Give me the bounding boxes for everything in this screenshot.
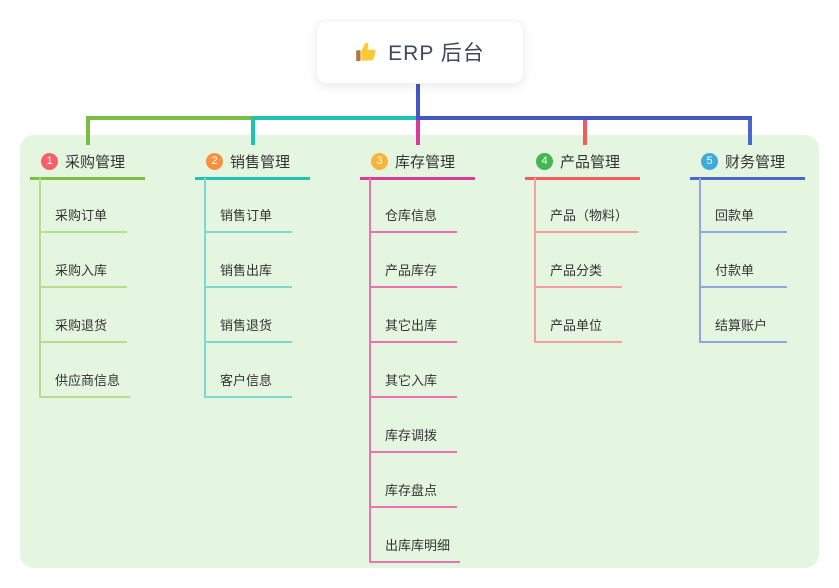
branch-child-spine-1 [39,178,41,398]
thumbs-up-icon [355,41,378,64]
branch-badge-1: 1 [41,153,58,170]
child-node[interactable]: 回款单 [699,201,787,233]
child-label: 销售出库 [220,263,273,278]
root-node[interactable]: ERP 后台 [316,20,524,84]
branch-label: 财务管理 [725,154,786,171]
child-node[interactable]: 销售退货 [204,311,292,343]
child-label: 采购入库 [55,263,108,278]
child-node[interactable]: 其它入库 [369,366,457,398]
branch-node-1[interactable]: 1 采购管理 [30,146,145,180]
child-node[interactable]: 结算账户 [699,311,787,343]
child-label: 产品分类 [550,263,603,278]
connector-drop-1 [86,118,90,145]
branch-child-spine-5 [699,178,701,343]
child-node[interactable]: 客户信息 [204,366,292,398]
child-node[interactable]: 其它出库 [369,311,457,343]
branch-child-spine-2 [204,178,206,398]
child-label: 产品（物料） [550,208,629,223]
branch-label: 销售管理 [230,154,291,171]
child-node[interactable]: 采购退货 [39,311,127,343]
child-label: 其它入库 [385,373,438,388]
child-node[interactable]: 库存盘点 [369,476,457,508]
child-node[interactable]: 库存调拨 [369,421,457,453]
child-label: 供应商信息 [55,373,121,388]
child-label: 销售退货 [220,318,273,333]
child-label: 采购订单 [55,208,108,223]
connector-trunk-mid [251,116,420,120]
branch-node-3[interactable]: 3 库存管理 [360,146,475,180]
branch-badge-5: 5 [701,153,718,170]
child-node[interactable]: 仓库信息 [369,201,457,233]
branches-panel [20,135,819,568]
child-label: 仓库信息 [385,208,438,223]
branch-label: 产品管理 [560,154,621,171]
branch-label: 库存管理 [395,154,456,171]
child-node[interactable]: 供应商信息 [39,366,131,398]
branch-node-5[interactable]: 5 财务管理 [690,146,805,180]
child-node[interactable]: 付款单 [699,256,787,288]
connector-drop-2 [251,118,255,145]
branch-child-spine-4 [534,178,536,343]
child-label: 库存盘点 [385,483,438,498]
connector-drop-5 [748,118,752,145]
child-node[interactable]: 产品单位 [534,311,622,343]
child-label: 销售订单 [220,208,273,223]
child-node[interactable]: 产品（物料） [534,201,639,233]
child-label: 结算账户 [715,318,768,333]
child-node[interactable]: 产品库存 [369,256,457,288]
branch-badge-2: 2 [206,153,223,170]
branch-badge-3: 3 [371,153,388,170]
branch-label: 采购管理 [65,154,126,171]
root-label: ERP 后台 [388,42,485,65]
child-node[interactable]: 出库库明细 [369,531,461,563]
child-node[interactable]: 销售出库 [204,256,292,288]
child-node[interactable]: 产品分类 [534,256,622,288]
child-label: 回款单 [715,208,755,223]
connector-drop-3 [416,118,420,145]
child-label: 出库库明细 [385,538,451,553]
child-node[interactable]: 销售订单 [204,201,292,233]
branch-node-4[interactable]: 4 产品管理 [525,146,640,180]
child-label: 付款单 [715,263,755,278]
connector-trunk-left [86,116,255,120]
child-label: 采购退货 [55,318,108,333]
root-connector-stem [416,84,420,118]
child-node[interactable]: 采购入库 [39,256,127,288]
branch-node-2[interactable]: 2 销售管理 [195,146,310,180]
child-label: 其它出库 [385,318,438,333]
child-label: 库存调拨 [385,428,438,443]
child-label: 产品库存 [385,263,438,278]
connector-trunk-right [416,116,752,120]
branch-child-spine-3 [369,178,371,563]
connector-drop-4 [583,118,587,145]
branch-badge-4: 4 [536,153,553,170]
child-node[interactable]: 采购订单 [39,201,127,233]
child-label: 客户信息 [220,373,273,388]
child-label: 产品单位 [550,318,603,333]
